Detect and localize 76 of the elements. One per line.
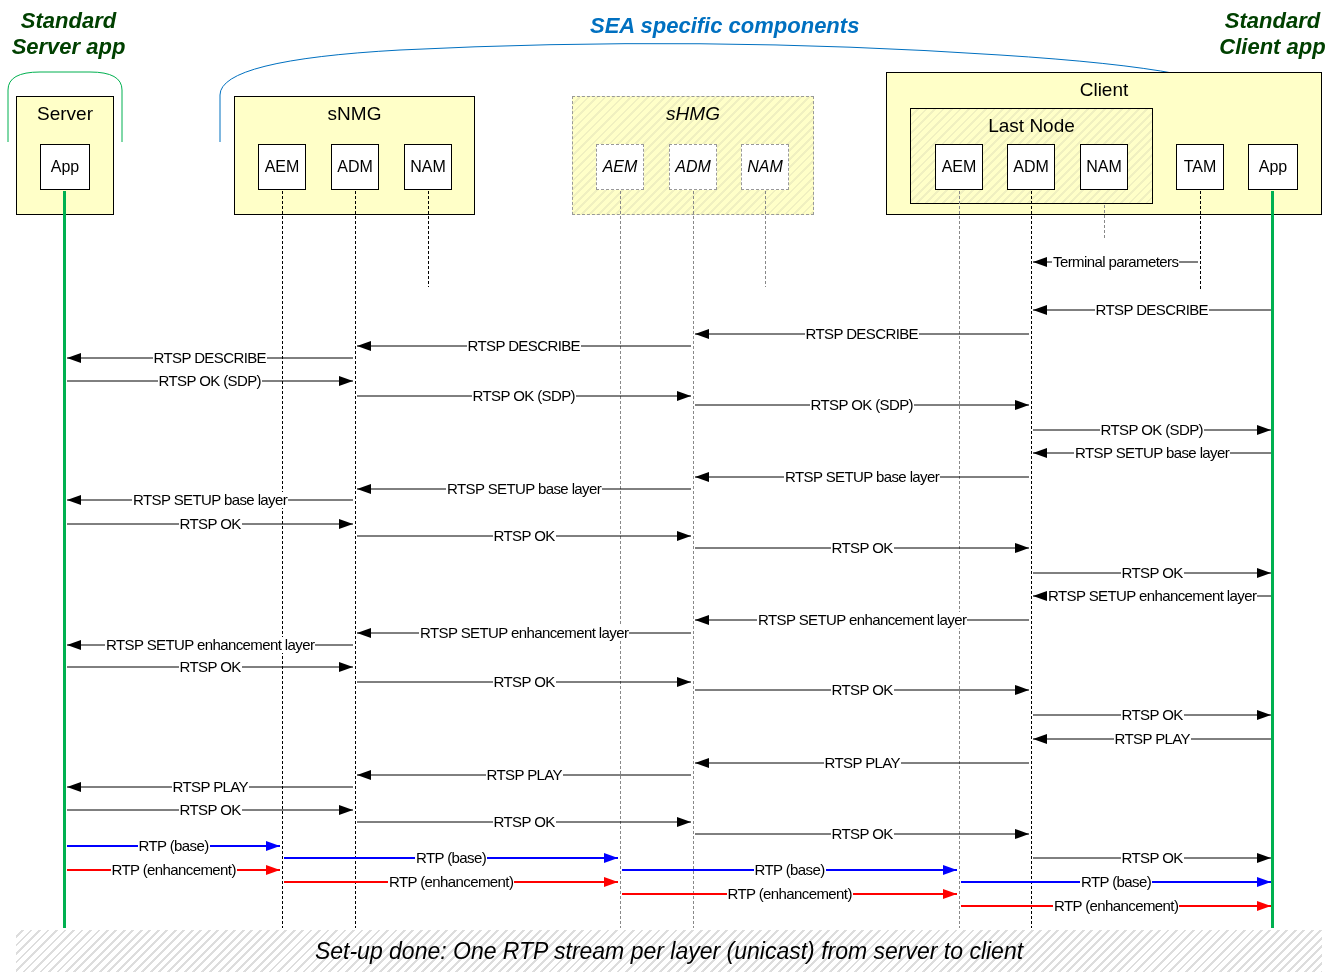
group-title: Last Node xyxy=(987,115,1076,137)
participant-box: NAM xyxy=(741,144,789,190)
bracket-label: Standard Server app xyxy=(10,8,127,60)
edge-label: RTSP DESCRIBE xyxy=(1094,302,1209,318)
edge-label: Terminal parameters xyxy=(1052,254,1180,270)
edge-label: RTSP OK xyxy=(830,826,894,842)
edge-label: RTP (base) xyxy=(137,838,210,854)
bracket-label: Standard Client app xyxy=(1218,8,1327,60)
edge-label: RTSP SETUP enhancement layer xyxy=(1047,588,1258,604)
bracket-label: SEA specific components xyxy=(590,12,860,40)
edge-label: RTSP OK xyxy=(492,814,556,830)
lifeline xyxy=(691,191,695,928)
status-band: Set-up done: One RTP stream per layer (unicast) from server to client xyxy=(16,930,1322,972)
edge-label: RTSP OK (SDP) xyxy=(471,388,576,404)
participant-box: ADM xyxy=(1007,144,1055,190)
group-title: Client xyxy=(1078,79,1130,101)
edge-label: RTP (enhancement) xyxy=(388,874,515,890)
edge-label: RTSP OK xyxy=(830,540,894,556)
edge-label: RTSP OK xyxy=(178,802,242,818)
lifeline xyxy=(1271,191,1275,928)
lifeline xyxy=(1029,191,1033,928)
participant-box: AEM xyxy=(258,144,306,190)
edge-label: RTP (base) xyxy=(415,850,488,866)
edge-label: RTP (enhancement) xyxy=(726,886,853,902)
edge-label: RTSP SETUP enhancement layer xyxy=(419,625,630,641)
edge-label: RTP (enhancement) xyxy=(110,862,237,878)
edge-label: RTSP DESCRIBE xyxy=(804,326,919,342)
edge-label: RTSP PLAY xyxy=(823,755,901,771)
edge-label: RTSP SETUP base layer xyxy=(1074,445,1231,461)
group-title: sNMG xyxy=(326,103,383,125)
edge-label: RTSP OK xyxy=(492,528,556,544)
participant-box: NAM xyxy=(404,144,452,190)
edge-label: RTSP OK xyxy=(830,682,894,698)
participant-box: TAM xyxy=(1176,144,1224,190)
component-group xyxy=(886,72,1322,215)
component-group xyxy=(234,96,475,215)
participant-box: AEM xyxy=(596,144,644,190)
group-title: Server xyxy=(36,103,94,125)
edge-label: RTSP PLAY xyxy=(485,767,563,783)
edge-label: RTSP OK xyxy=(178,516,242,532)
component-group xyxy=(910,108,1153,204)
edge-label: RTSP DESCRIBE xyxy=(466,338,581,354)
participant-box: ADM xyxy=(669,144,717,190)
edge-label: RTSP SETUP enhancement layer xyxy=(105,637,316,653)
edge-label: RTSP PLAY xyxy=(171,779,249,795)
edge-label: RTP (enhancement) xyxy=(1053,898,1180,914)
edge-label: RTSP OK xyxy=(492,674,556,690)
edge-label: RTSP SETUP base layer xyxy=(446,481,603,497)
edge-label: RTSP SETUP enhancement layer xyxy=(757,612,968,628)
edge-label: RTSP DESCRIBE xyxy=(152,350,267,366)
lifeline xyxy=(763,191,767,287)
lifeline xyxy=(353,191,357,928)
participant-box: NAM xyxy=(1080,144,1128,190)
participant-box: App xyxy=(40,144,90,190)
lifeline xyxy=(1198,191,1202,290)
edge-label: RTSP PLAY xyxy=(1113,731,1191,747)
component-group xyxy=(16,96,114,215)
edge-label: RTSP OK (SDP) xyxy=(157,373,262,389)
edge-label: RTSP OK (SDP) xyxy=(1099,422,1204,438)
participant-box: App xyxy=(1248,144,1298,190)
edge-label: RTSP OK xyxy=(1120,565,1184,581)
participant-box: AEM xyxy=(935,144,983,190)
edge-label: RTSP OK (SDP) xyxy=(809,397,914,413)
edge-label: RTSP OK xyxy=(1120,707,1184,723)
edge-label: RTP (base) xyxy=(753,862,826,878)
lifeline xyxy=(426,191,430,287)
edge-label: RTSP SETUP base layer xyxy=(132,492,289,508)
edge-label: RTSP OK xyxy=(178,659,242,675)
edge-label: RTSP OK xyxy=(1120,850,1184,866)
edge-label: RTSP SETUP base layer xyxy=(784,469,941,485)
group-title: sHMG xyxy=(665,103,721,125)
component-group xyxy=(572,96,814,215)
edge-label: RTP (base) xyxy=(1080,874,1153,890)
lifeline xyxy=(63,191,67,928)
participant-box: ADM xyxy=(331,144,379,190)
lifeline xyxy=(1102,205,1106,238)
